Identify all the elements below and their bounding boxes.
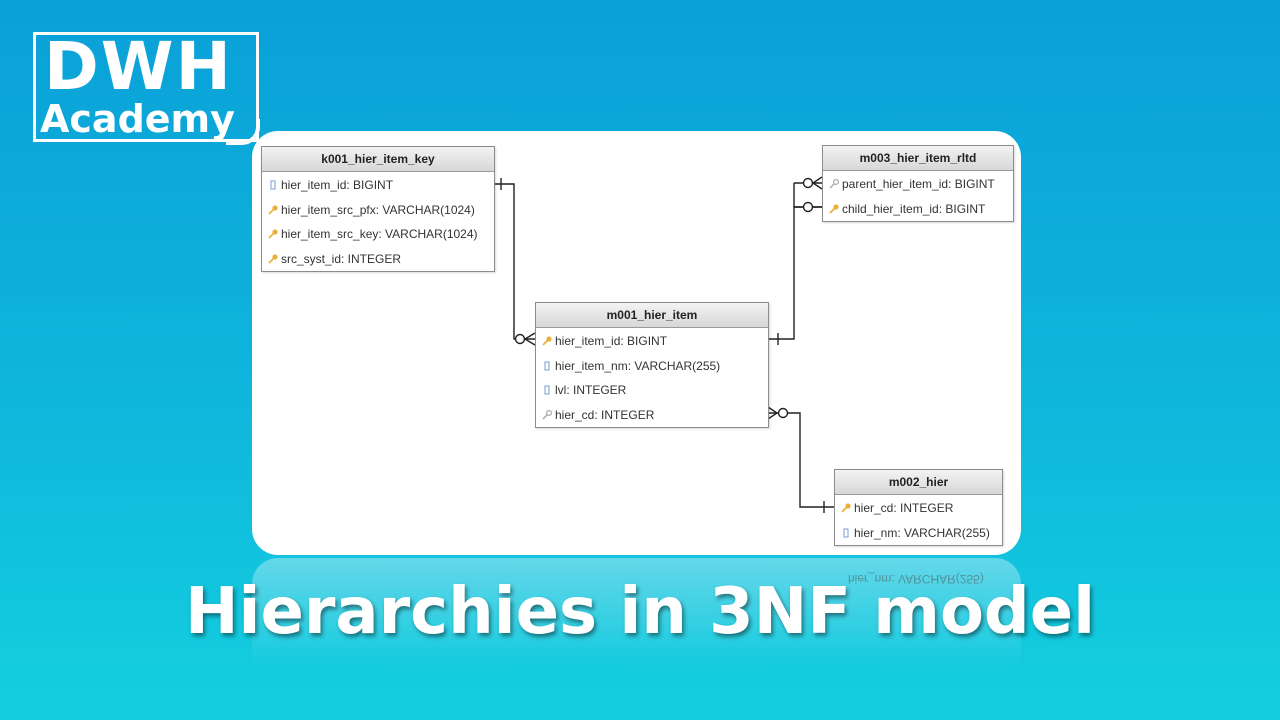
m001-many-hier-mark (767, 406, 779, 420)
column-row: child_hier_item_id: BIGINT (823, 197, 1013, 222)
column-row: hier_item_src_key: VARCHAR(1024) (262, 222, 494, 247)
primary-key-icon (829, 203, 839, 214)
logo-swoosh (226, 119, 260, 145)
column-row: hier_cd: INTEGER (835, 496, 1002, 521)
m003-zero-mark-1 (802, 177, 814, 189)
column-row: hier_item_nm: VARCHAR(255) (536, 354, 768, 379)
k001-m001-line (493, 183, 535, 340)
column-icon (841, 528, 851, 538)
logo-line2: Academy (40, 97, 235, 141)
m003-zero-mark-2 (802, 201, 814, 213)
column-row: hier_item_id: BIGINT (262, 173, 494, 198)
entity-k001[interactable]: k001_hier_item_key hier_item_id: BIGINT … (261, 146, 495, 272)
primary-key-icon (268, 229, 278, 239)
column-icon (542, 361, 552, 371)
column-row: src_syst_id: INTEGER (262, 247, 494, 272)
m001-m002-line (768, 412, 834, 508)
entity-title: m001_hier_item (536, 303, 768, 328)
m001-zero-hier-mark (777, 407, 789, 419)
dwh-academy-logo: DWH Academy (33, 28, 260, 145)
primary-key-icon (542, 336, 552, 346)
entity-m001[interactable]: m001_hier_item hier_item_id: BIGINT hier… (535, 302, 769, 428)
relationship-lines (493, 176, 834, 513)
entity-title: k001_hier_item_key (262, 147, 494, 172)
slide-title: Hierarchies in 3NF model (184, 575, 1096, 649)
column-row: hier_item_id: BIGINT (536, 329, 768, 354)
column-row: hier_cd: INTEGER (536, 403, 768, 428)
primary-key-icon (841, 503, 851, 513)
m003-many-mark-1 (811, 176, 823, 190)
er-diagram-panel: k001_hier_item_key hier_item_id: BIGINT … (252, 131, 1021, 555)
m001-zero-mark (514, 333, 526, 345)
entity-title: m003_hier_item_rltd (823, 146, 1013, 171)
column-row: hier_item_src_pfx: VARCHAR(1024) (262, 198, 494, 223)
column-row: lvl: INTEGER (536, 378, 768, 403)
entity-m002[interactable]: m002_hier hier_cd: INTEGER hier_nm: VARC… (834, 469, 1003, 546)
column-row: parent_hier_item_id: BIGINT (823, 172, 1013, 197)
logo-line1: DWH (44, 28, 233, 105)
m001-m003-parent-line (768, 206, 822, 340)
m001-many-mark (523, 332, 536, 346)
entity-title: m002_hier (835, 470, 1002, 495)
column-icon (542, 385, 552, 395)
primary-key-icon (268, 253, 278, 264)
entity-m003[interactable]: m003_hier_item_rltd parent_hier_item_id:… (822, 145, 1014, 222)
column-icon (268, 180, 278, 190)
panel-reflection: hier_nm: VARCHAR(255) (252, 558, 1021, 668)
foreign-key-icon (829, 179, 839, 189)
foreign-key-icon (542, 409, 552, 420)
primary-key-icon (268, 204, 278, 215)
column-row: hier_nm: VARCHAR(255) (835, 521, 1002, 546)
